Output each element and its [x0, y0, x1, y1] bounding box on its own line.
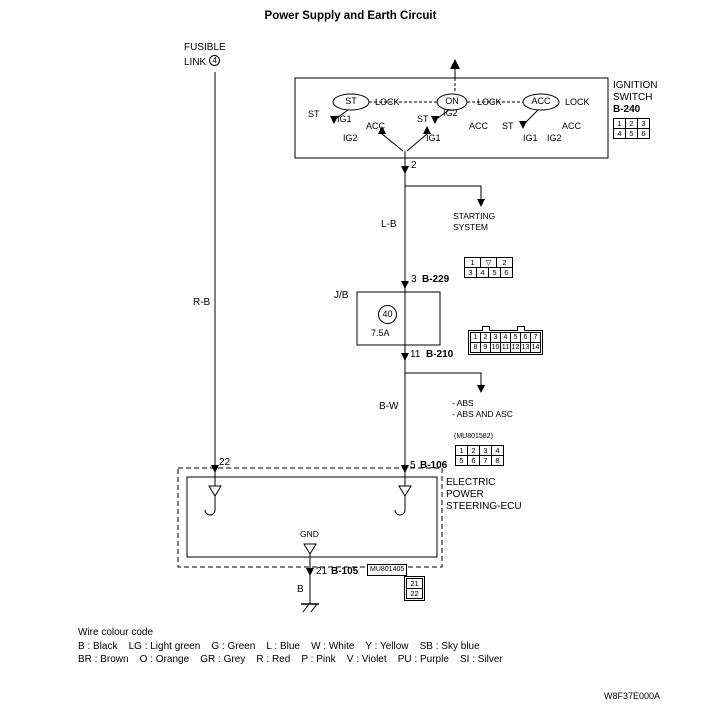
connector-tab	[517, 326, 525, 331]
starting-system-label-2: SYSTEM	[453, 222, 488, 232]
ign-g1-acc: ACC	[366, 121, 386, 131]
branch-abs	[405, 372, 482, 385]
connector-part-b105: MU801405	[367, 564, 408, 576]
ignition-switch-name-1: IGNITION	[613, 80, 658, 91]
fusible-link-word: LINK	[184, 57, 207, 68]
ecu-name-2: POWER	[446, 489, 484, 500]
junction-block-box	[356, 291, 441, 346]
up-arrowhead	[450, 59, 460, 69]
fusible-link-number-circle: 4	[209, 55, 221, 66]
ignition-switch-name-2: SWITCH	[613, 92, 653, 103]
arrowhead-terminal-5	[401, 465, 409, 473]
pin-cell: 6	[637, 128, 650, 139]
ignition-pos-acc: ACC	[531, 96, 551, 106]
ecu-name-3: STEERING-ECU	[446, 501, 522, 512]
contact-arrowhead	[330, 116, 338, 124]
arrowhead-terminal-11	[401, 353, 409, 361]
legend-line-1: B : Black LG : Light green G : Green L :…	[78, 641, 480, 652]
fuse-number-circle: 40	[378, 305, 397, 324]
ign-g3-acc: ACC	[562, 121, 582, 131]
connector-part-b106: (MU801582)	[454, 433, 493, 440]
pin-cell: 6	[500, 267, 513, 278]
contact-arrowhead	[378, 126, 386, 134]
connector-pinout-b240: 1 2 3 4 5 6	[613, 118, 650, 139]
terminal-22-label: 22	[219, 457, 231, 468]
arrowhead-terminal-22	[211, 465, 219, 473]
wire-label-bw: B-W	[379, 401, 399, 412]
terminal-21-label: 21	[316, 566, 328, 577]
ignition-pos-on: ON	[445, 96, 459, 106]
contact-arrowhead	[423, 126, 431, 134]
fuse-rating-label: 7.5A	[371, 328, 390, 338]
wires	[214, 72, 482, 486]
connector-name-b210: B-210	[426, 349, 454, 360]
ignition-lock-3: LOCK	[565, 97, 590, 107]
ign-g1-ig1: IG1	[337, 114, 352, 124]
connector-tab	[482, 326, 490, 331]
arrowhead-terminal-3	[401, 281, 409, 289]
junction-block-label: J/B	[334, 290, 349, 301]
connector-pinout-b229: 1 ▽ 2 3 4 5 6	[464, 257, 513, 278]
ign-g1-st: ST	[308, 109, 320, 119]
pin-cell: 8	[491, 455, 504, 466]
contact-arrowhead	[431, 116, 439, 124]
ignition-pos-st: ST	[345, 96, 357, 106]
abs-destination-label-1: - ABS	[452, 398, 474, 408]
ign-g3-ig1: IG1	[523, 133, 538, 143]
doc-code: W8F37E000A	[604, 691, 661, 701]
ign-g2-st: ST	[417, 114, 429, 124]
starting-system-label-1: STARTING	[453, 211, 496, 221]
ignition-switch-box	[294, 77, 609, 159]
ignition-lock-2: LOCK	[477, 97, 502, 107]
wire-label-lb: L-B	[381, 219, 397, 230]
ecu-name-1: ELECTRIC	[446, 477, 496, 488]
ign-g2-ig1: IG1	[426, 133, 441, 143]
terminal-5-label: 5	[410, 460, 416, 471]
connector-pinout-b210: 1 2 3 4 5 6 7 8 9 10 11 12 13 14	[468, 326, 543, 355]
connector-name-b106: B-106	[420, 460, 448, 471]
ign-g1-ig2: IG2	[343, 133, 358, 143]
legend-line-2: BR : Brown O : Orange GR : Grey R : Red …	[78, 654, 503, 665]
abs-destination-label-2: - ABS AND ASC	[452, 409, 513, 419]
arrowhead-starting	[477, 199, 485, 207]
terminal-11-label: 11	[410, 349, 421, 360]
legend-title: Wire colour code	[78, 627, 154, 638]
gnd-label: GND	[300, 529, 319, 539]
connector-pinout-b105: 21 22	[404, 576, 425, 601]
page-title: Power Supply and Earth Circuit	[264, 10, 437, 22]
ign-g2-ig2: IG2	[443, 108, 458, 118]
connector-name-b229: B-229	[422, 274, 450, 285]
wire-label-rb: R-B	[193, 297, 211, 308]
ignition-lock-1: LOCK	[375, 97, 400, 107]
connector-name-b105: B-105	[331, 566, 359, 577]
ign-g2-acc: ACC	[469, 121, 489, 131]
arrowheads	[211, 166, 485, 576]
ign-g3-st: ST	[502, 121, 514, 131]
ecu-internal-symbols	[204, 485, 412, 604]
arrowhead-abs	[477, 385, 485, 393]
pin-cell: 14	[530, 342, 541, 353]
contact-arrowhead	[519, 121, 527, 129]
terminal-2-label: 2	[411, 160, 417, 171]
terminal-3-label: 3	[411, 274, 417, 285]
connector-name-b240: B-240	[613, 104, 641, 115]
branch-starting-system	[405, 185, 482, 199]
ign-g3-ig2: IG2	[547, 133, 562, 143]
pin-cell: 22	[406, 588, 423, 599]
fusible-link-label-1: FUSIBLE	[184, 42, 226, 53]
earth-ground-symbol	[301, 603, 319, 613]
ignition-switch-internals	[330, 59, 560, 158]
connector-pinout-b106: 1 2 3 4 5 6 7 8	[455, 445, 504, 466]
wire-label-b: B	[297, 584, 304, 595]
arrowhead-terminal-2	[401, 166, 409, 174]
